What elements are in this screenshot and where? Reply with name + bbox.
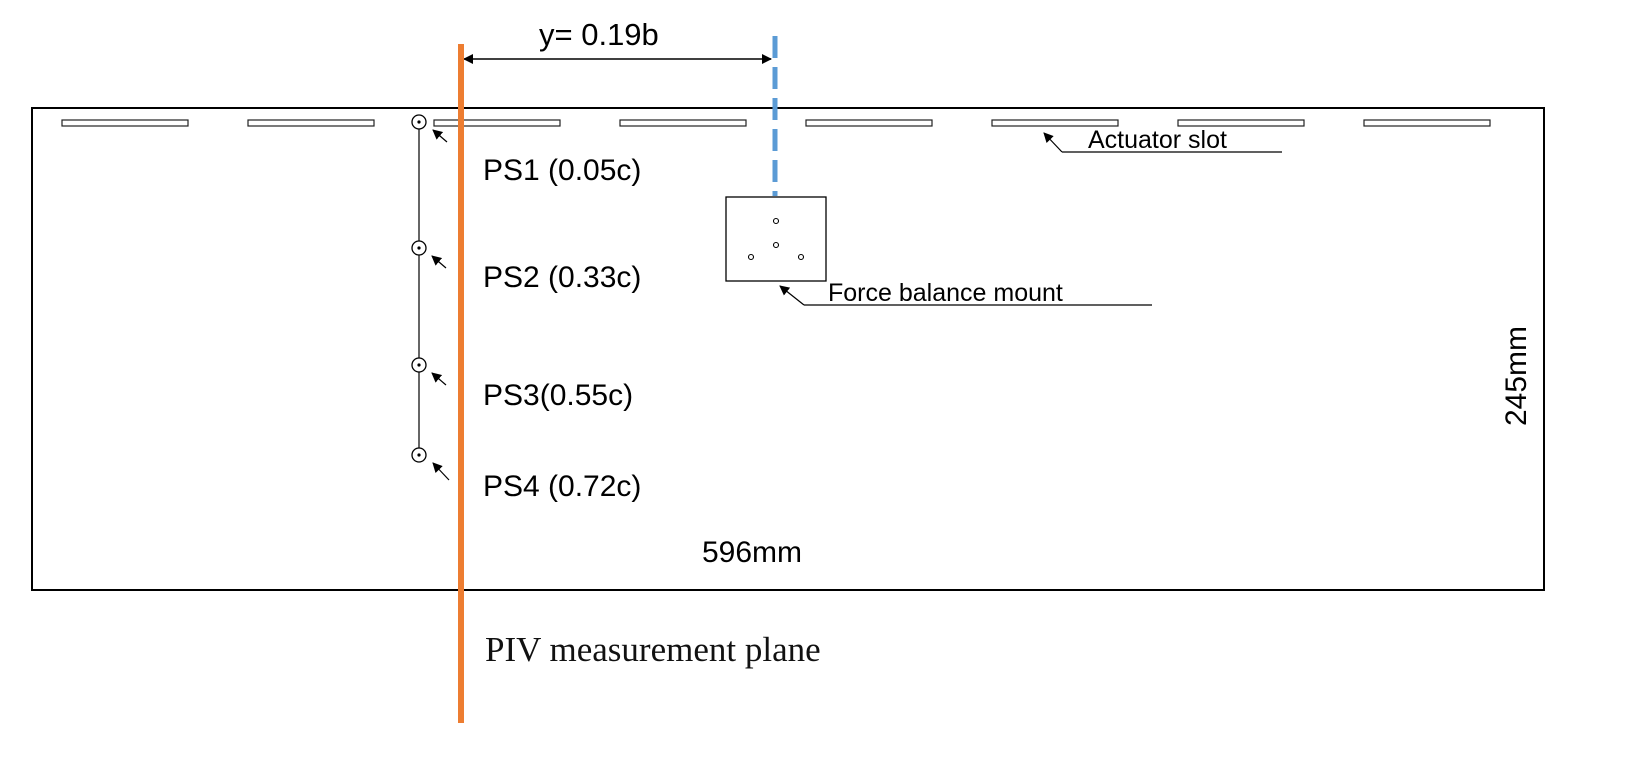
piv-plane-label: PIV measurement plane bbox=[485, 630, 821, 669]
force-balance-leader-diagonal bbox=[779, 285, 805, 306]
pressure-sensor-port-dot bbox=[417, 246, 421, 250]
actuator-slot bbox=[247, 119, 375, 127]
force-balance-label: Force balance mount bbox=[828, 279, 1063, 307]
pressure-sensor-port-dot bbox=[417, 120, 421, 124]
pressure-sensor-ps2: PS2 (0.33c) bbox=[411, 240, 641, 294]
pressure-sensor-ps3: PS3(0.55c) bbox=[411, 357, 633, 412]
mount-bolt-hole bbox=[747, 253, 755, 261]
mount-bolt-hole bbox=[772, 217, 780, 225]
force-balance-plate bbox=[725, 196, 827, 282]
actuator-slot bbox=[619, 119, 747, 127]
pressure-sensor-port-dot bbox=[417, 453, 421, 457]
pressure-sensor-ps1: PS1 (0.05c) bbox=[411, 114, 641, 187]
force-balance-mount bbox=[725, 196, 827, 282]
actuator-slot bbox=[61, 119, 189, 127]
spanwise-distance-label: y= 0.19b bbox=[539, 17, 659, 52]
mount-bolt-hole bbox=[797, 253, 805, 261]
pressure-sensor-label: PS1 (0.05c) bbox=[483, 154, 641, 187]
pressure-sensor-port-dot bbox=[417, 363, 421, 367]
actuator-slot-label: Actuator slot bbox=[1088, 126, 1227, 154]
span-dimension-label: 596mm bbox=[702, 536, 802, 569]
pressure-sensor-label: PS2 (0.33c) bbox=[483, 261, 641, 294]
actuator-slots bbox=[61, 119, 1491, 127]
pressure-sensor-leader bbox=[432, 129, 448, 143]
actuator-slot bbox=[433, 119, 561, 127]
force-balance-callout: Force balance mount bbox=[779, 279, 1152, 307]
pressure-sensor-label: PS4 (0.72c) bbox=[483, 470, 641, 503]
pressure-sensor-leader bbox=[431, 372, 447, 386]
mount-bolt-hole bbox=[772, 241, 780, 249]
actuator-slot bbox=[805, 119, 933, 127]
chord-dimension-label: 245mm bbox=[1500, 326, 1533, 426]
pressure-sensor-leader bbox=[432, 462, 450, 481]
actuator-slot bbox=[1363, 119, 1491, 127]
actuator-slot bbox=[991, 119, 1119, 127]
actuator-slot-callout: Actuator slot bbox=[1043, 126, 1282, 154]
pressure-sensor-leader bbox=[431, 255, 447, 269]
actuator-slot-leader-diagonal bbox=[1043, 132, 1063, 153]
wing-planform-outline bbox=[31, 107, 1545, 591]
actuator-slot bbox=[1177, 119, 1305, 127]
pressure-sensor-ps4: PS4 (0.72c) bbox=[411, 447, 641, 503]
pressure-sensor-label: PS3(0.55c) bbox=[483, 379, 633, 412]
